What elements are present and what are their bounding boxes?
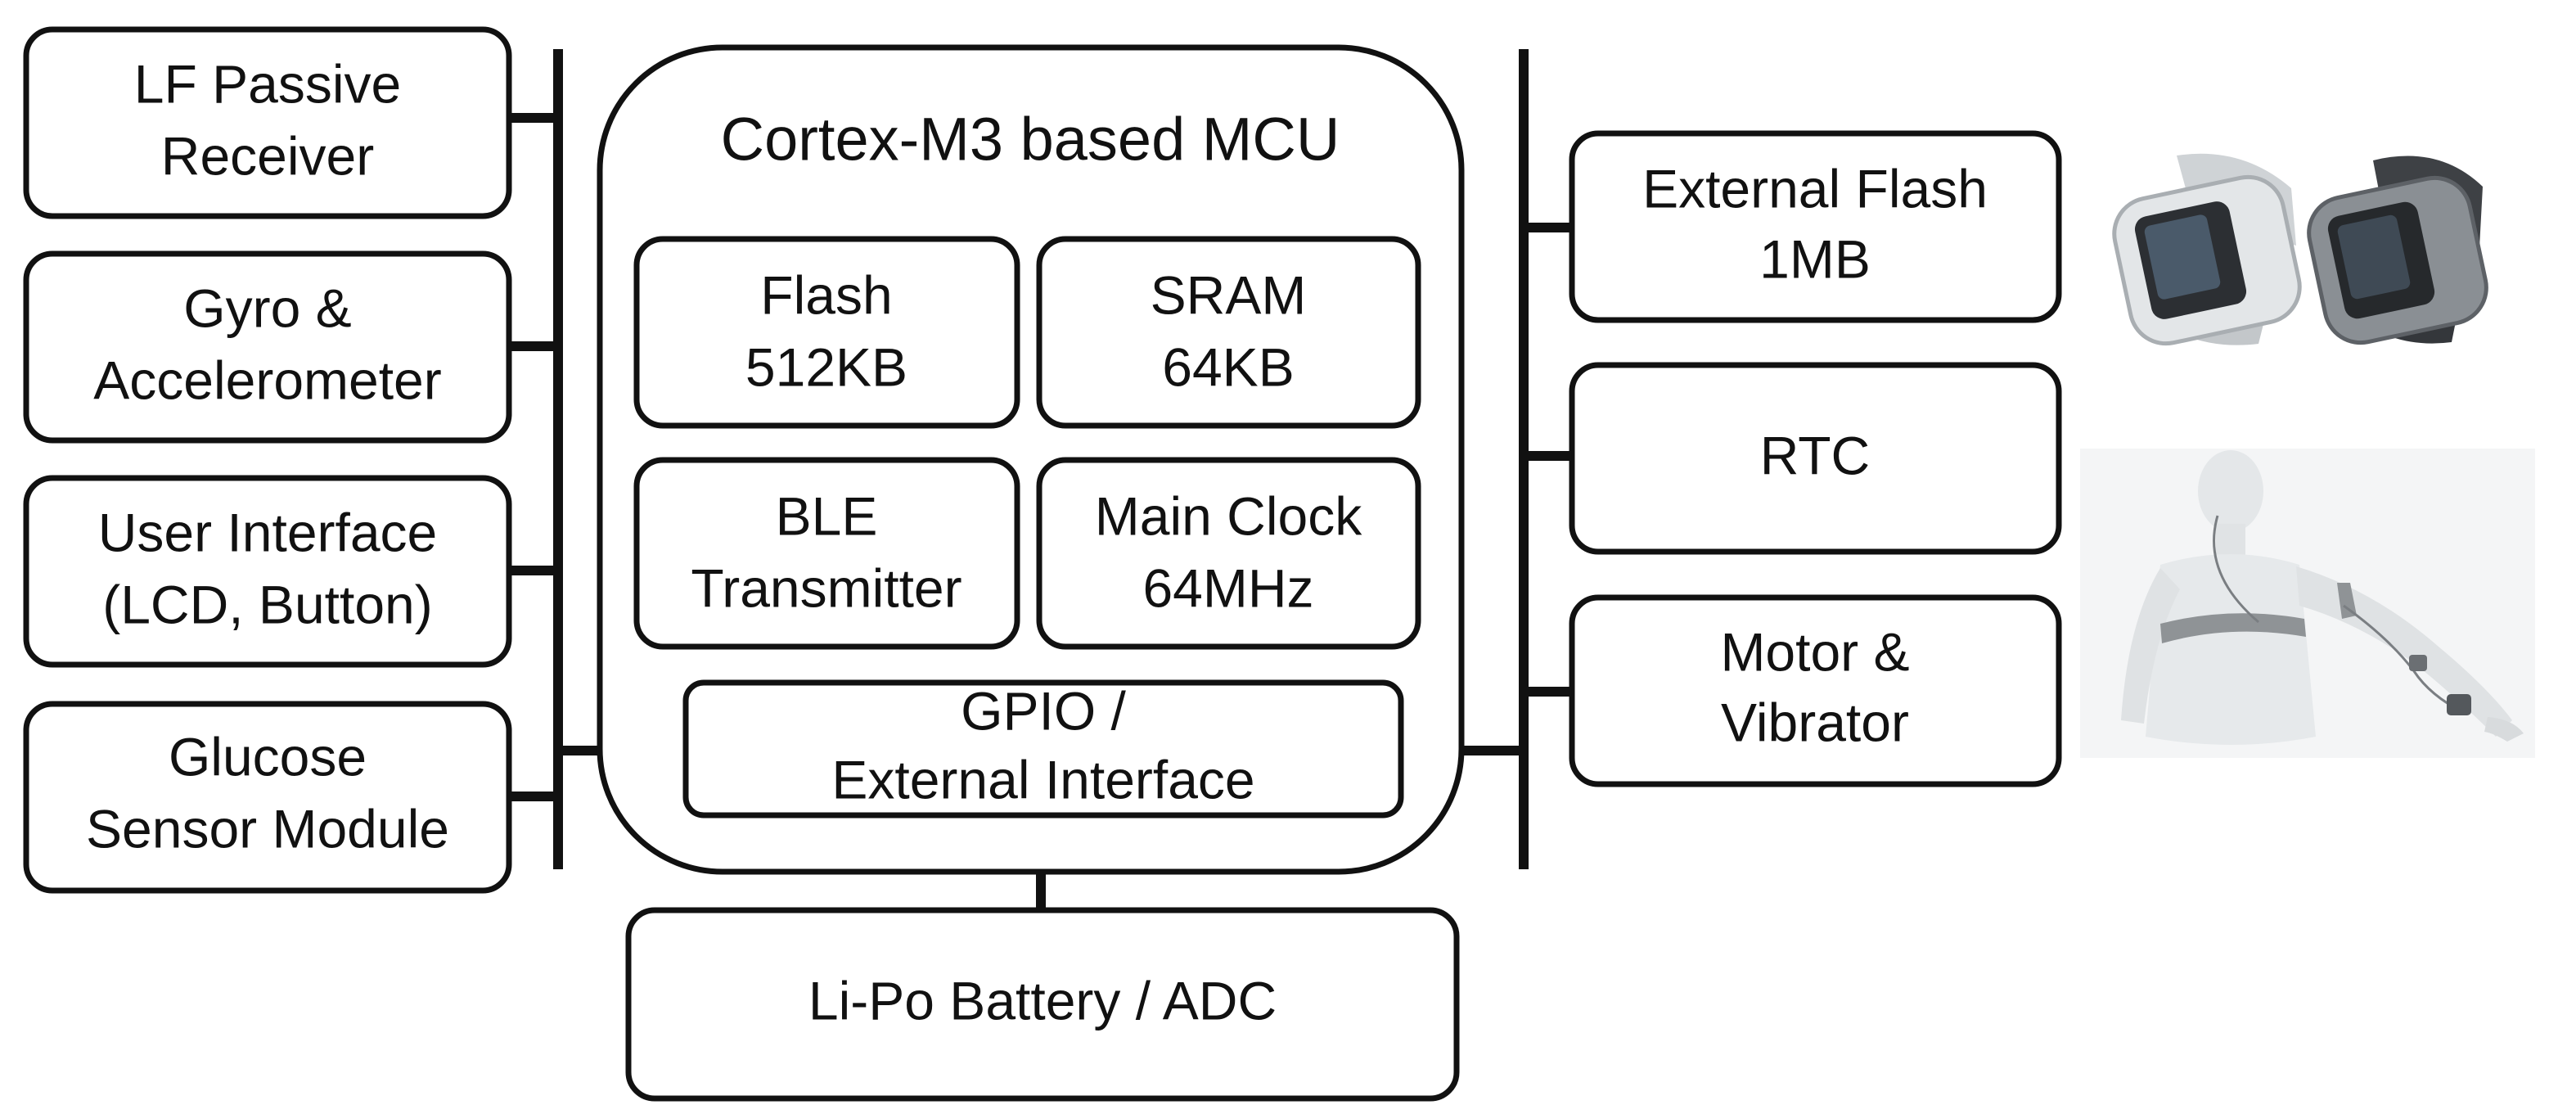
block-label-line2: 64MHz — [1142, 557, 1313, 618]
block-label-line2: 512KB — [745, 336, 907, 397]
module-label-line2: 1MB — [1759, 228, 1871, 289]
block-label-line2: External Interface — [831, 749, 1254, 810]
module-glucose-sensor: Glucose Sensor Module — [23, 701, 512, 894]
module-label-line1: RTC — [1760, 425, 1870, 485]
module-gyro-accelerometer: Gyro & Accelerometer — [23, 250, 512, 444]
body-figure-image — [2080, 449, 2535, 758]
module-label-line1: User Interface — [98, 502, 438, 562]
module-label-line1: Gyro & — [183, 277, 351, 338]
module-label-line2: Accelerometer — [93, 350, 442, 410]
module-label-line2: Vibrator — [1721, 692, 1909, 752]
mcu-title: Cortex-M3 based MCU — [721, 106, 1340, 174]
mcu-sram-block: SRAM 64KB — [1036, 236, 1421, 429]
block-label-line2: Transmitter — [691, 557, 961, 618]
module-label-line1: Motor & — [1720, 621, 1909, 682]
module-label-line2: (LCD, Button) — [102, 574, 432, 634]
module-battery-adc: Li-Po Battery / ADC — [625, 907, 1460, 1102]
mcu-block: Cortex-M3 based MCU Flash 512KB SRAM 64K… — [597, 44, 1465, 875]
module-external-flash: External Flash 1MB — [1569, 130, 2062, 323]
block-label-line2: 64KB — [1162, 336, 1294, 397]
module-label-line1: LF Passive — [134, 53, 401, 114]
mcu-gpio-block: GPIO / External Interface — [682, 679, 1404, 819]
wristband-devices-image — [2105, 141, 2502, 375]
block-label-line1: SRAM — [1151, 264, 1307, 325]
mcu-flash-block: Flash 512KB — [633, 236, 1020, 429]
module-motor-vibrator: Motor & Vibrator — [1569, 594, 2062, 787]
module-lf-passive-receiver: LF Passive Receiver — [23, 26, 512, 219]
block-label-line1: GPIO / — [961, 680, 1126, 741]
mcu-main-clock-block: Main Clock 64MHz — [1036, 457, 1421, 650]
module-label-line2: Receiver — [161, 125, 374, 186]
module-user-interface: User Interface (LCD, Button) — [23, 475, 512, 668]
module-label-line1: Glucose — [169, 726, 367, 787]
module-label-line1: External Flash — [1642, 158, 1988, 219]
module-label-line2: Sensor Module — [86, 798, 449, 859]
mcu-ble-block: BLE Transmitter — [633, 457, 1020, 650]
module-rtc: RTC — [1569, 362, 2062, 555]
block-label-line1: BLE — [776, 485, 878, 546]
block-label-line1: Flash — [760, 264, 892, 325]
block-label-line1: Main Clock — [1095, 485, 1362, 546]
battery-label: Li-Po Battery / ADC — [808, 970, 1277, 1031]
